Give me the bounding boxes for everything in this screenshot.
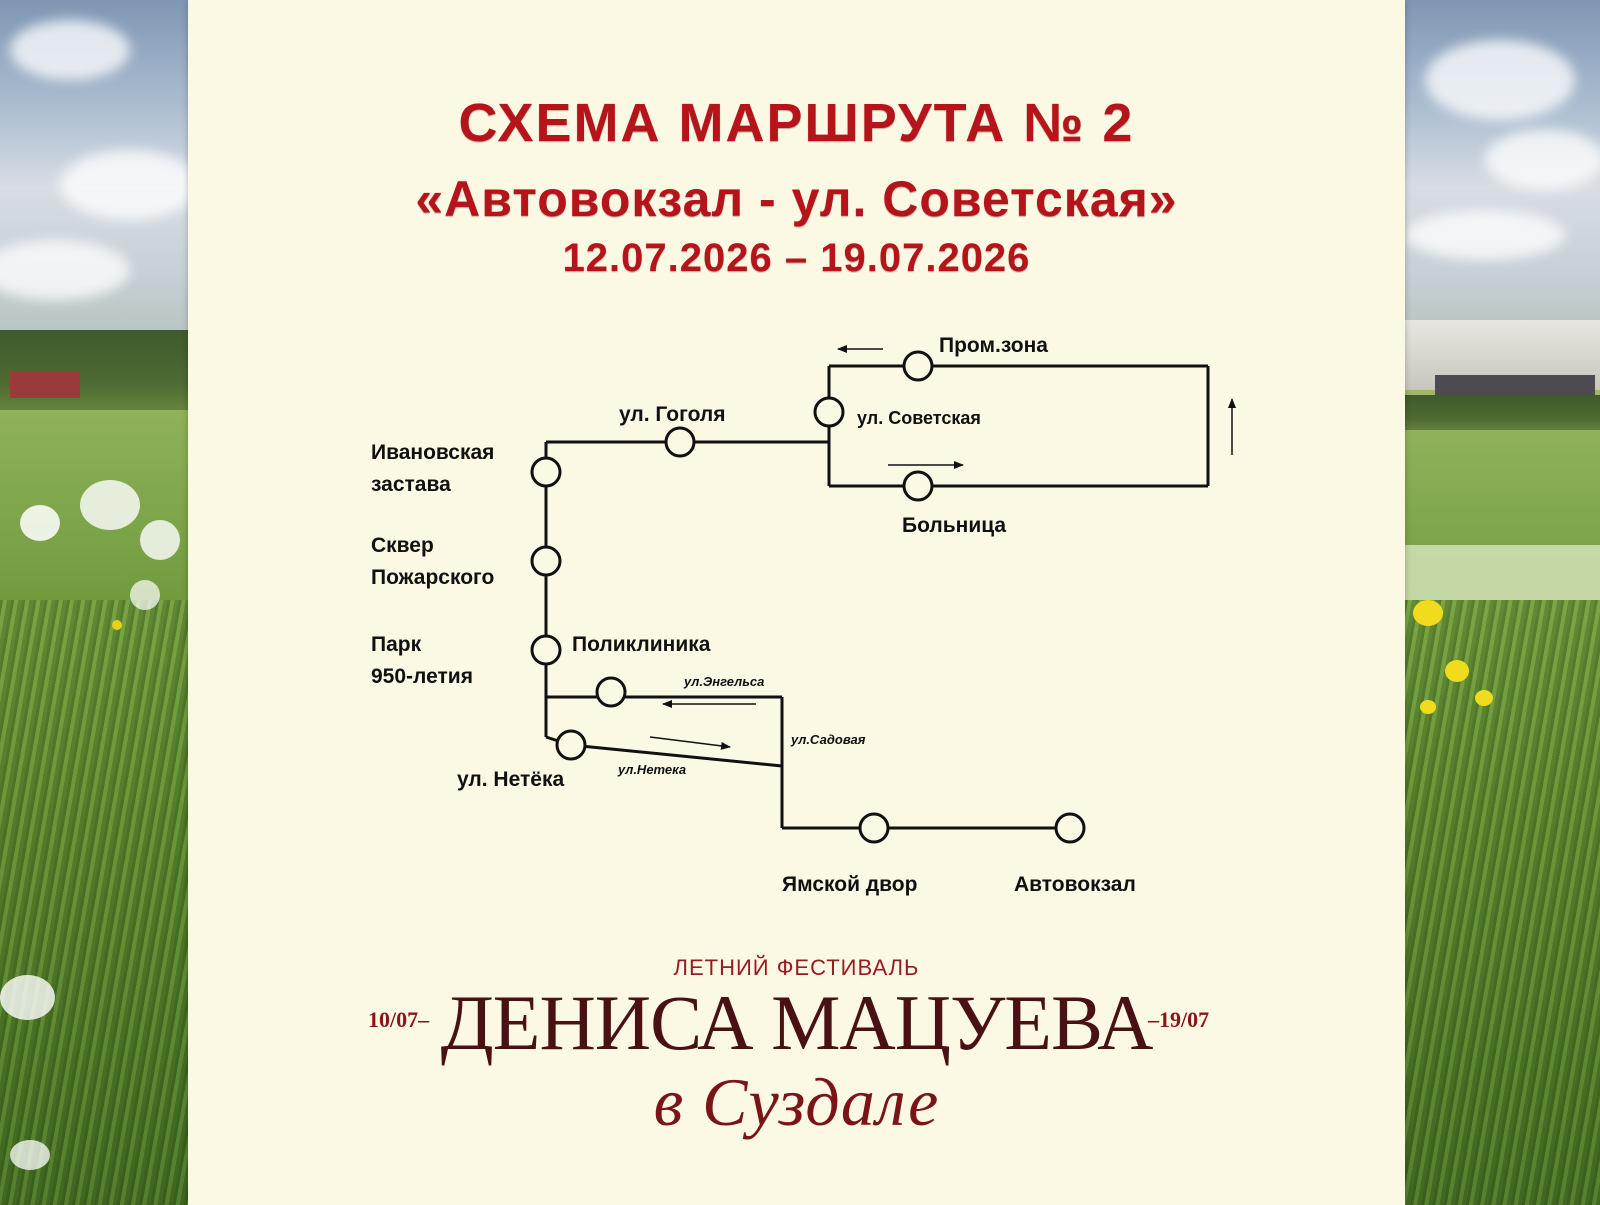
label-ivanovskaya-1: Ивановская [371, 441, 494, 464]
stop-avtovokzal [1054, 812, 1086, 844]
label-avtovokzal: Автовокзал [1014, 873, 1136, 896]
label-bolnitsa: Больница [902, 514, 1006, 537]
label-ivanovskaya-2: застава [371, 473, 451, 496]
label-gogolya: ул. Гоголя [619, 403, 725, 426]
scheme-title: СХЕМА МАРШРУТА № 2 [458, 93, 1135, 153]
label-street-sadovaya: ул.Садовая [790, 732, 866, 747]
stop-ivanovskaya-zastava [530, 456, 562, 488]
logo-date-end: –19/07 [1148, 1007, 1210, 1032]
stop-bolnitsa [902, 470, 934, 502]
label-street-neteka: ул.Нетека [617, 762, 686, 777]
label-sovetskaya: ул. Советская [857, 408, 981, 428]
label-promzona: Пром.зона [939, 334, 1048, 357]
stop-park-950 [530, 634, 562, 666]
label-skver-2: Пожарского [371, 566, 494, 589]
logo-name: ДЕНИСА МАЦУЕВА [440, 979, 1154, 1066]
label-street-engelsa: ул.Энгельса [683, 674, 764, 689]
label-skver-1: Сквер [371, 534, 434, 557]
festival-logo: ЛЕТНИЙ ФЕСТИВАЛЬ 10/07– ДЕНИСА МАЦУЕВА –… [188, 955, 1405, 1185]
stops [530, 350, 1086, 844]
background-landscape-left [0, 0, 188, 1205]
stop-yamskoy-dvor [858, 812, 890, 844]
direction-arrows [649, 345, 1236, 750]
stop-sovetskaya [813, 396, 845, 428]
arrow-right-neteka [649, 736, 731, 750]
route-diagram: Пром.зона ул. Советская Больница ул. Гог… [371, 334, 1236, 896]
label-poliklinika: Поликлиника [572, 633, 711, 656]
line-neteka [570, 743, 783, 768]
label-neteka: ул. Нетёка [457, 768, 564, 791]
stop-poliklinika [595, 676, 627, 708]
stop-skver-pozharskogo [530, 545, 562, 577]
stop-gogolya [664, 426, 696, 458]
background-landscape-right [1405, 0, 1600, 1205]
logo-festival-label: ЛЕТНИЙ ФЕСТИВАЛЬ [673, 955, 920, 980]
label-park-2: 950-летия [371, 665, 473, 688]
label-park-1: Парк [371, 633, 422, 656]
label-yamskoy-dvor: Ямской двор [782, 873, 917, 896]
logo-script-city: в Суздале [653, 1064, 940, 1140]
stop-neteka [555, 729, 587, 761]
logo-date-start: 10/07– [368, 1007, 430, 1032]
route-name: «Автовокзал - ул. Советская» [415, 171, 1178, 227]
route-lines [544, 364, 1210, 830]
route-scheme-poster: СХЕМА МАРШРУТА № 2 «Автовокзал - ул. Сов… [188, 0, 1405, 1205]
route-dates: 12.07.2026 – 19.07.2026 [562, 236, 1031, 280]
stop-promzona [902, 350, 934, 382]
